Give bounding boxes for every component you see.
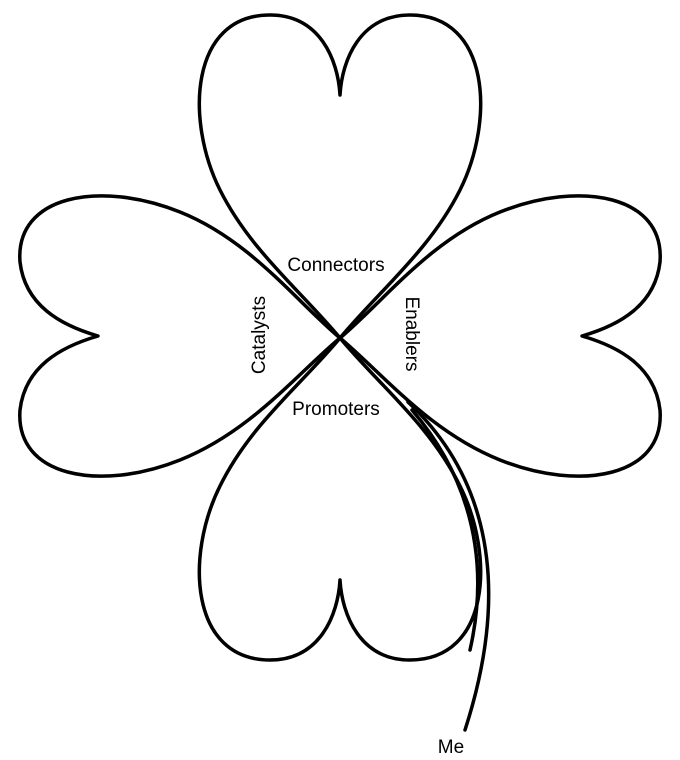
label-catalysts: Catalysts [249,296,270,374]
top-leaf [197,13,483,340]
label-enablers: Enablers [401,297,422,372]
stem-outer [406,400,491,732]
stem-inner [410,408,480,652]
label-me: Me [438,737,464,758]
label-connectors: Connectors [287,255,384,276]
label-promoters: Promoters [292,399,380,420]
left-leaf [18,194,342,478]
right-leaf [338,194,662,478]
